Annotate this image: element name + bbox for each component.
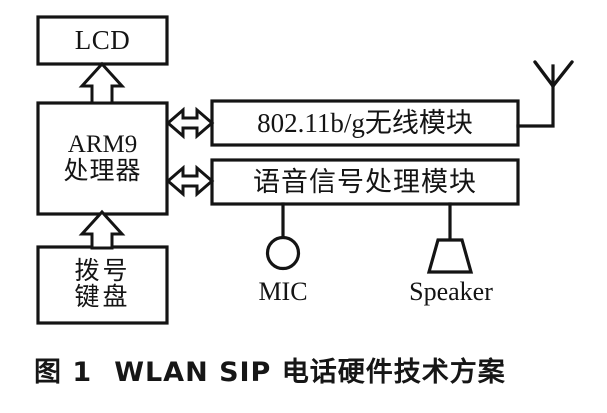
block-arrow-up-icon-keypad-to-processor	[78, 209, 126, 250]
figure-caption: 图 1 WLAN SIP 电话硬件技术方案	[34, 350, 594, 389]
wireless-module-box[interactable]	[210, 99, 520, 147]
figure-caption-text: WLAN SIP 电话硬件技术方案	[114, 357, 506, 388]
voice-module-box[interactable]	[210, 158, 520, 206]
lcd-box[interactable]	[36, 15, 169, 66]
mic-label: MIC	[258, 277, 308, 306]
antenna-icon	[533, 60, 574, 88]
antenna-feed-line	[516, 64, 555, 128]
block-arrow-up-icon-processor-to-lcd	[78, 61, 126, 105]
block-arrow-double-icon-processor-wireless	[165, 106, 215, 140]
keypad-box[interactable]	[36, 245, 169, 325]
processor-box[interactable]	[36, 101, 169, 216]
figure-caption-number: 图 1	[34, 357, 93, 388]
circle-mic-icon[interactable]	[265, 235, 301, 271]
trapezoid-speaker-icon[interactable]	[426, 238, 474, 274]
block-arrow-double-icon-processor-voice	[165, 164, 215, 198]
speaker-label: Speaker	[409, 277, 493, 306]
